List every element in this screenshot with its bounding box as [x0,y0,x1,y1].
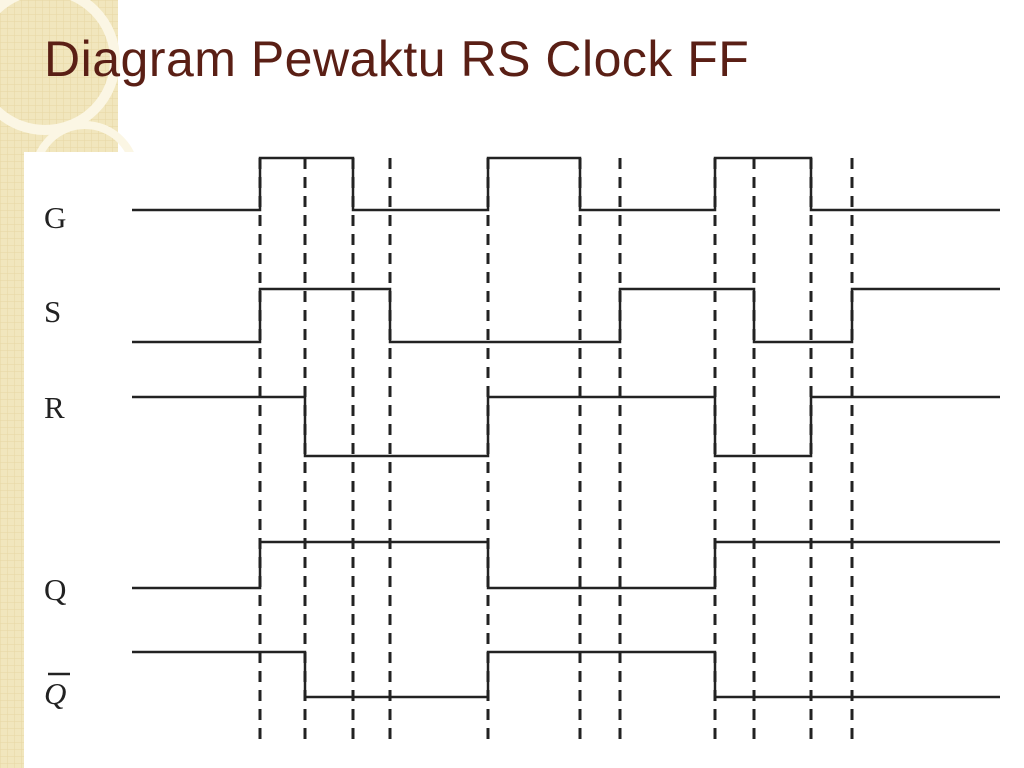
signal-label-S: S [44,294,61,329]
signal-label-Qbar: Q [44,676,66,711]
waveform-S [132,287,1000,344]
timing-diagram-panel: G S R Q Q [24,152,1024,768]
waveform-Qbar [132,650,1000,699]
slide-title: Diagram Pewaktu RS Clock FF [44,31,750,87]
timing-diagram: G S R Q Q [44,156,1000,744]
waveform-G [132,156,1000,212]
signal-label-Q: Q [44,572,66,607]
signal-label-G: G [44,200,66,235]
waveform-R [132,395,1000,458]
signal-label-R: R [44,390,65,425]
waveform-Q [132,540,1000,590]
